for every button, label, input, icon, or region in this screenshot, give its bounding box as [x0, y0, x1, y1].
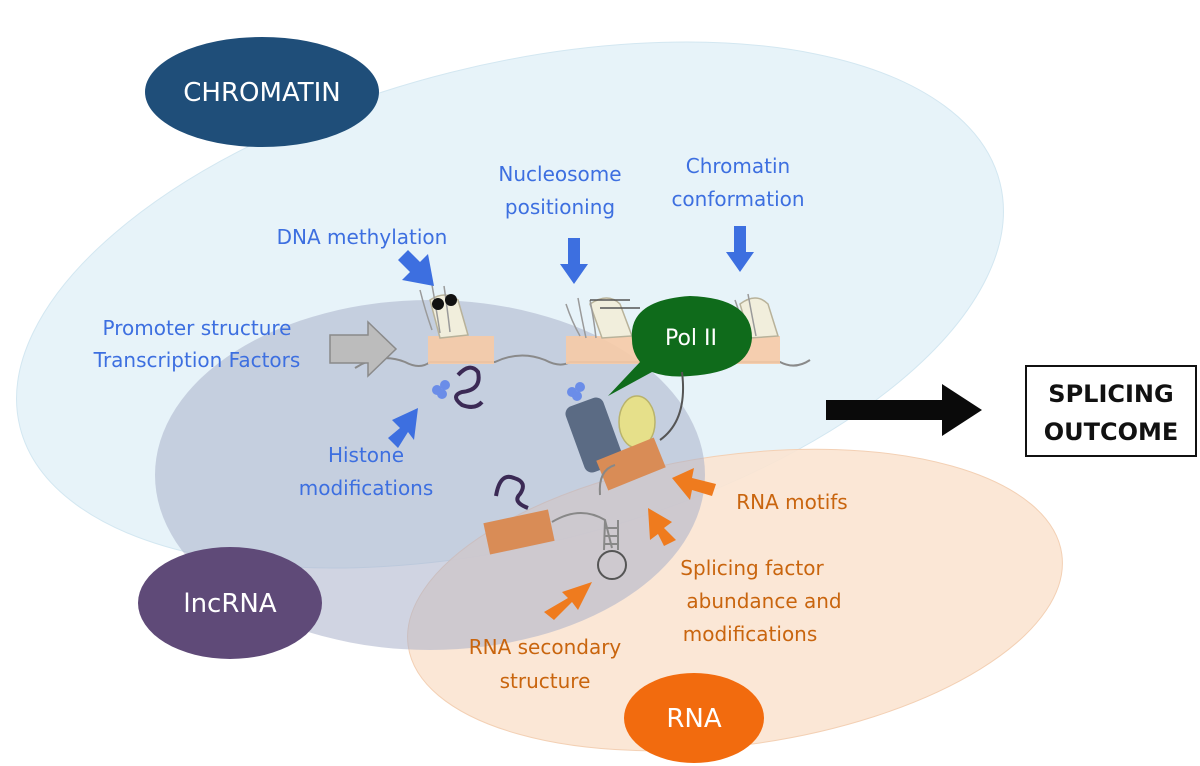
- splicing-outcome-line2: OUTCOME: [1044, 418, 1179, 446]
- rna-motifs-arrow: [672, 468, 716, 500]
- pol2-tail: [659, 371, 684, 441]
- rna-stem-loop: [551, 464, 627, 580]
- chromatin-badge: [145, 37, 379, 147]
- nucleosome-box-1: [428, 336, 494, 364]
- splicing-factor-cylinder: [565, 397, 623, 473]
- splicing-factor-box-2: [483, 509, 555, 555]
- chromatin-conformation-label-line2: conformation: [671, 187, 804, 211]
- rna-badge-label: RNA: [666, 704, 722, 734]
- dna-strand: [354, 354, 811, 369]
- rna-secondary-label-line1: RNA secondary: [469, 635, 622, 659]
- splicing-outcome-line1: SPLICING: [1048, 380, 1173, 408]
- chromatin-conformation-label-line1: Chromatin: [686, 154, 790, 178]
- lncrna-strand-2: [494, 474, 529, 510]
- splicing-outcome-box: [1025, 365, 1197, 457]
- rna-secondary-label-line2: structure: [500, 669, 591, 693]
- outcome-arrow: [826, 384, 982, 436]
- dna-methylation-label: DNA methylation: [277, 225, 448, 249]
- histone-mark-2: [567, 382, 585, 401]
- splicing-factor-label-line1: Splicing factor: [680, 556, 824, 580]
- nucleosome-label-line1: Nucleosome: [498, 162, 621, 186]
- lncrna-badge: [138, 547, 322, 659]
- nucleosome-1: [419, 284, 469, 339]
- histone-arrow: [388, 408, 418, 448]
- histone-mark-1: [432, 380, 450, 399]
- splicing-factor-box-1: [596, 437, 666, 491]
- lncrna-badge-label: lncRNA: [183, 589, 277, 619]
- splicing-factor-label-line3: modifications: [683, 622, 818, 646]
- pol2-complex: [608, 296, 752, 396]
- rna-badge: [624, 673, 764, 763]
- rna-motifs-label: RNA motifs: [736, 490, 847, 514]
- nucleosome-label-line2: positioning: [505, 195, 615, 219]
- methyl-group-1: [432, 298, 444, 310]
- splicing-factor-label-line2: abundance and: [686, 589, 841, 613]
- nucleosome-2: [565, 297, 640, 339]
- lncrna-strand-1: [454, 365, 484, 409]
- histone-label-line1: Histone: [328, 443, 404, 467]
- nucleosome-arrow: [560, 238, 588, 284]
- promoter-label-line1: Promoter structure: [103, 316, 292, 340]
- splicing-factor-arrow: [648, 508, 676, 546]
- dna-methylation-arrow: [398, 250, 434, 286]
- promoter-label-line2: Transcription Factors: [93, 348, 301, 372]
- chromatin-conformation-arrow: [726, 226, 754, 272]
- pol2-label: Pol II: [665, 326, 717, 351]
- chromatin-badge-label: CHROMATIN: [183, 78, 340, 108]
- methyl-group-2: [445, 294, 457, 306]
- promoter-arrow: [329, 320, 398, 378]
- histone-label-line2: modifications: [299, 476, 434, 500]
- rna-secondary-arrow: [544, 582, 592, 620]
